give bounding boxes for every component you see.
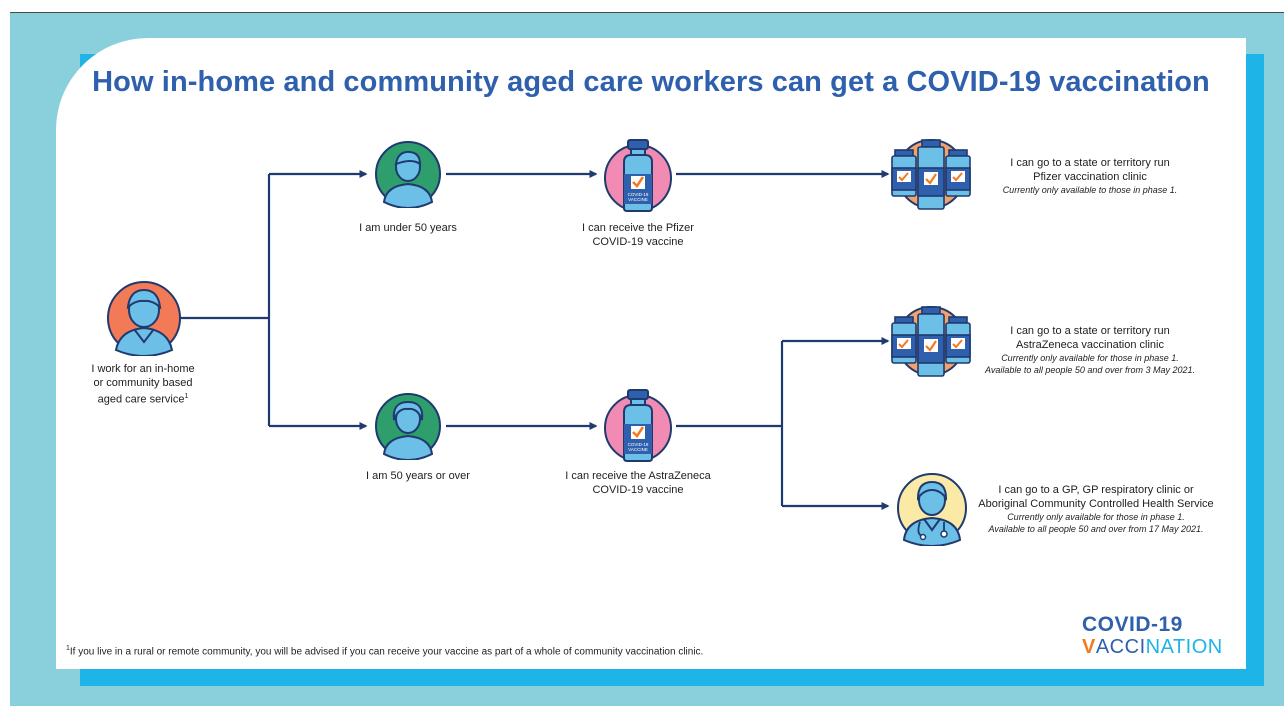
vial-text: COVID-19 <box>628 442 649 447</box>
vial-text: VACCINE <box>628 197 648 202</box>
start-label-line: or community based <box>93 376 193 389</box>
top-divider <box>10 12 1284 13</box>
footnote-text: If you live in a rural or remote communi… <box>69 646 704 658</box>
vaccine-vials-icon <box>891 306 971 377</box>
footnote-marker: 1 <box>184 393 189 400</box>
start-label: I work for an in-home or community based… <box>68 363 218 407</box>
footnote-marker: 1 <box>66 645 70 652</box>
logo-nation: NATION <box>1145 636 1223 658</box>
destination-note: Currently only available for those in ph… <box>1001 353 1179 363</box>
destination-line: Pfizer vaccination clinic <box>1033 171 1147 183</box>
destination-note: Available to all people 50 and over from… <box>988 524 1204 534</box>
logo-line1: COVID-19 <box>1082 613 1183 636</box>
infographic-title: How in-home and community aged care work… <box>92 66 1210 98</box>
pfizer-clinic-text: I can go to a state or territory run Pfi… <box>970 156 1210 196</box>
start-label-line: aged care service <box>97 393 185 406</box>
over-50-label: I am 50 years or over <box>366 470 470 482</box>
covid-vaccination-logo: COVID-19 VACCINATION <box>1082 613 1223 659</box>
az-clinic-text: I can go to a state or territory run Ast… <box>966 324 1214 376</box>
vial-text: COVID-19 <box>628 192 649 197</box>
az-label-line: COVID-19 vaccine <box>592 483 684 496</box>
under-50-label: I am under 50 years <box>359 222 457 234</box>
vaccine-vials-icon <box>891 139 971 210</box>
vaccine-vial-icon: COVID-19 VACCINE <box>604 139 672 212</box>
destination-line: I can go to a state or territory run <box>1010 157 1170 169</box>
destination-note: Available to all people 50 and over from… <box>985 365 1195 375</box>
destination-line: I can go to a state or territory run <box>1010 325 1170 337</box>
destination-line: AstraZeneca vaccination clinic <box>1016 339 1164 351</box>
worker-icon <box>107 281 181 356</box>
az-label-line: I can receive the AstraZeneca <box>565 470 711 482</box>
vial-text: VACCINE <box>628 447 648 452</box>
person-over-50-icon <box>375 393 441 460</box>
infographic-card <box>56 38 1246 669</box>
pfizer-label-line: COVID-19 vaccine <box>592 235 684 248</box>
destination-note: Currently only available to those in pha… <box>1002 185 1178 195</box>
start-label-line: I work for an in-home <box>91 363 195 375</box>
astrazeneca-vaccine-label: I can receive the AstraZeneca COVID-19 v… <box>548 470 728 497</box>
gp-text: I can go to a GP, GP respiratory clinic … <box>966 483 1226 535</box>
destination-line: I can go to a GP, GP respiratory clinic … <box>998 484 1194 496</box>
logo-v: V <box>1082 636 1096 658</box>
vaccine-vial-icon: COVID-19 VACCINE <box>604 389 672 462</box>
logo-acci: ACCI <box>1095 636 1146 658</box>
logo-line2: VACCINATION <box>1082 636 1223 658</box>
pfizer-vaccine-label: I can receive the Pfizer COVID-19 vaccin… <box>558 222 718 249</box>
destination-note: Currently only available for those in ph… <box>1007 512 1185 522</box>
footnote: 1If you live in a rural or remote commun… <box>66 645 703 657</box>
doctor-icon <box>897 473 967 546</box>
pfizer-label-line: I can receive the Pfizer <box>582 222 694 234</box>
person-under-50-icon <box>375 141 441 208</box>
destination-line: Aboriginal Community Controlled Health S… <box>978 498 1214 510</box>
